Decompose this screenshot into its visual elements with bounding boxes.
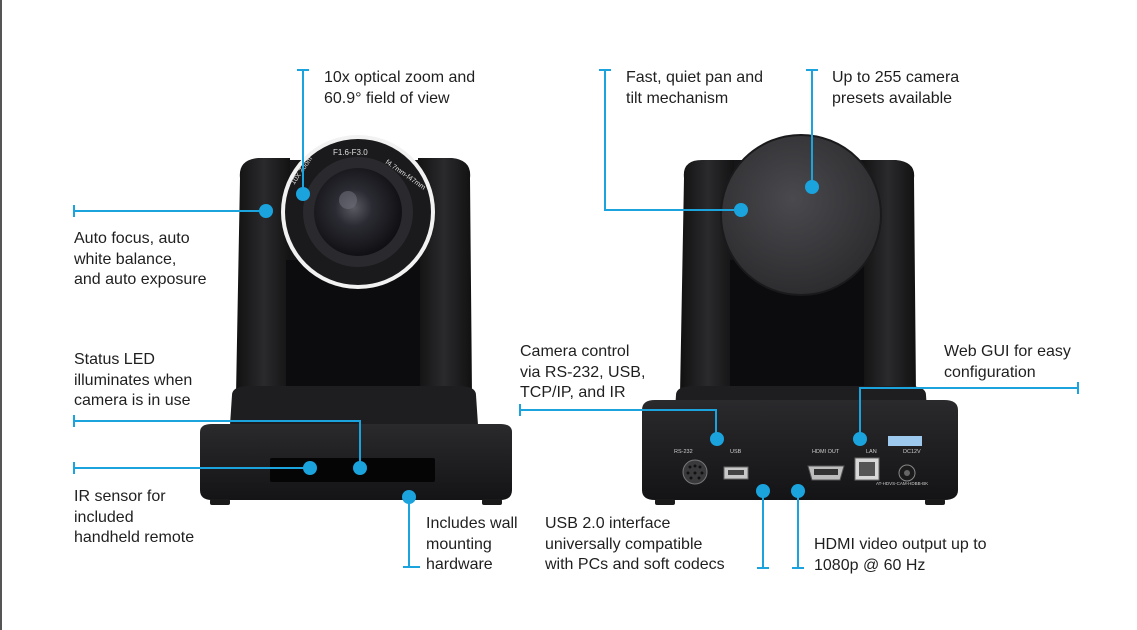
dot-control (710, 432, 724, 446)
left-border (0, 0, 2, 630)
dot-hdmi (791, 484, 805, 498)
lens-marking-aperture: F1.6-F3.0 (333, 148, 368, 157)
dot-auto-focus (259, 204, 273, 218)
port-label-lan: LAN (866, 449, 877, 455)
leader-web-gui (859, 387, 1078, 438)
dot-zoom (296, 187, 310, 201)
dot-usb (756, 484, 770, 498)
port-label-hdmi: HDMI OUT (812, 449, 840, 455)
lcd-display (888, 436, 922, 446)
leader-wall-mount (408, 497, 420, 568)
leader-status-led (74, 420, 361, 467)
dot-pan-tilt (734, 203, 748, 217)
front-base (200, 386, 512, 505)
dot-wall-mount (402, 490, 416, 504)
leader-control (520, 409, 717, 438)
dot-web-gui (853, 432, 867, 446)
dot-presets (805, 180, 819, 194)
rear-panel-ports: RS-232 USB HDMI OUT LAN DC12V AT-HDVS-CA… (674, 436, 928, 486)
dot-ir-sensor (303, 461, 317, 475)
dot-status-led (353, 461, 367, 475)
leader-pan-tilt (604, 70, 741, 211)
port-label-rs232: RS-232 (674, 449, 693, 455)
rear-disk (720, 134, 882, 296)
model-label: AT-HDVS-CAM-HDBB-BK (876, 481, 928, 486)
port-label-usb: USB (730, 449, 742, 455)
port-label-dc: DC12V (903, 449, 921, 455)
